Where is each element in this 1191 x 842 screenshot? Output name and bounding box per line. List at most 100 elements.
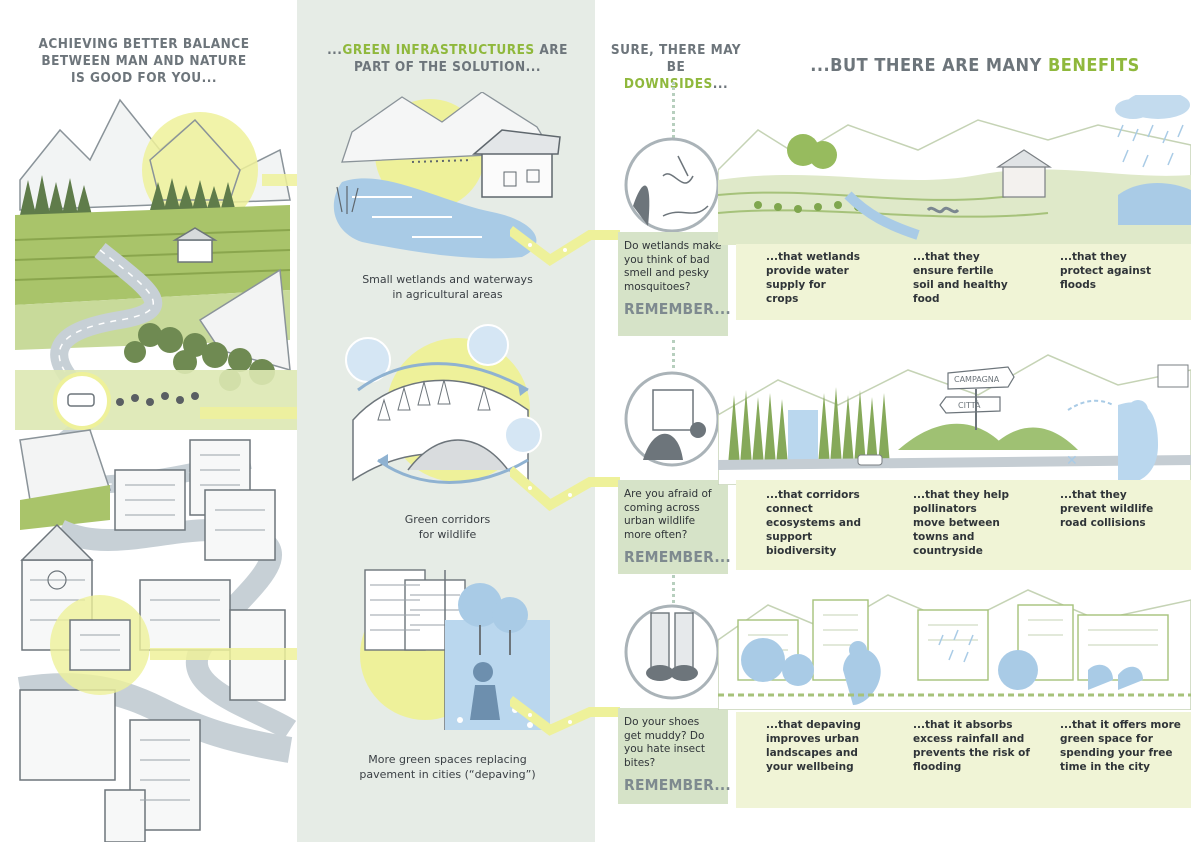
downside-question-depaving-line2: get muddy? Do [624,729,705,742]
dotted-line-3 [672,575,675,603]
benefit-3-1-line4: your wellbeing [766,761,854,773]
urban-green-scene [718,589,1191,710]
benefit-2-2-line1: ...that they help [913,489,1010,501]
benefit-1-1: ...that wetlands provide water supply fo… [766,250,901,306]
benefit-3-2-line3: prevents the risk of [913,747,1030,759]
road-signs: CAMPAGNA CITTÀ [939,366,1015,430]
downside-question-corridors-line1: Are you afraid of [624,488,712,500]
benefit-band-2 [736,480,1191,570]
benefit-3-2-line1: ...that it absorbs [913,719,1013,731]
connector-lines-right [510,226,620,736]
remember-label-1: REMEMBER... [624,300,731,318]
benefit-3-1-line2: improves urban [766,733,860,745]
benefit-1-2-line3: soil and healthy [913,279,1008,291]
benefit-3-3-line2: green space for [1060,733,1153,745]
wetland-illustration [333,92,561,259]
downside-question-depaving-line3: you hate insect [624,743,706,755]
benefit-2-2-line3: move between [913,517,1000,529]
benefit-2-2-line2: pollinators [913,503,977,515]
benefit-2-1-line2: connect [766,503,813,515]
downside-question-corridors: Are you afraid of coming across urban wi… [624,488,722,542]
downside-question-wetlands-line4: mosquitoes? [624,280,691,293]
benefit-1-1-line4: crops [766,293,799,305]
col3-title-line2: DOWNSIDES... [606,76,746,93]
solution-caption-corridors: Green corridors for wildlife [300,512,595,542]
solution-caption-depaving: More green spaces replacing pavement in … [300,752,595,782]
benefit-1-3-line2: protect against [1060,265,1151,277]
dotted-line-1 [672,82,675,138]
benefit-3-3-line3: spending your free [1060,747,1173,759]
benefit-1-1-line3: supply for [766,279,826,291]
solution-caption-depaving-line2: pavement in cities (“depaving”) [359,768,536,781]
benefit-3-2-line4: flooding [913,761,962,773]
benefit-3-2: ...that it absorbs excess rainfall and p… [913,718,1053,774]
wildlife-fear-icon [624,371,720,467]
downside-question-wetlands-line1: Do wetlands make [624,240,722,252]
downside-question-wetlands: Do wetlands make you think of bad smell … [624,240,722,294]
col3-title-line1: SURE, THERE MAY BE [610,42,742,75]
col2-highlight: GREEN INFRASTRUCTURES [342,42,535,58]
benefit-1-2-line4: food [913,293,940,305]
downside-question-corridors-line3: urban wildlife [624,515,696,527]
col1-title: ACHIEVING BETTER BALANCE BETWEEN MAN AND… [28,36,260,87]
benefit-1-1-line2: provide water [766,265,849,277]
farmland-scene [718,95,1191,245]
benefit-2-1-line1: ...that corridors [766,489,860,501]
corridor-scene: CAMPAGNA CITTÀ ✕ [718,354,1191,485]
benefit-2-1-line3: ecosystems and [766,517,861,529]
benefit-2-3-line1: ...that they [1060,489,1127,501]
col3-highlight: DOWNSIDES [623,76,713,92]
solution-caption-corridors-line2: for wildlife [418,528,477,541]
benefit-2-3-line3: road collisions [1060,517,1146,529]
benefit-1-2-line1: ...that they [913,251,980,263]
solution-caption-wetlands-line1: Small wetlands and waterways [362,273,533,286]
benefit-1-3-line1: ...that they [1060,251,1127,263]
benefit-2-1-line4: support [766,531,813,543]
benefit-1-2: ...that they ensure fertile soil and hea… [913,250,1048,306]
mosquito-icon [624,137,720,233]
downside-box-corridors: Are you afraid of coming across urban wi… [618,480,731,574]
benefit-2-3-line2: prevent wildlife [1060,503,1154,515]
benefit-3-3-line4: time in the city [1060,761,1151,773]
downside-box-wetlands: Do wetlands make you think of bad smell … [618,232,731,336]
col4-prefix: ...BUT THERE ARE MANY [810,55,1048,76]
remember-label-3: REMEMBER... [624,776,731,794]
benefit-3-1: ...that depaving improves urban landscap… [766,718,901,774]
benefit-1-2-line2: ensure fertile [913,265,994,277]
muddy-shoes-icon [624,604,720,700]
downside-question-wetlands-line2: you think of bad [624,253,710,266]
benefit-2-2-line4: towns and [913,531,975,543]
svg-text:✕: ✕ [1066,453,1078,469]
solution-caption-depaving-line1: More green spaces replacing [368,753,527,766]
benefit-band-3 [736,712,1191,808]
depaving-illustration [360,569,550,730]
benefit-3-3-line1: ...that it offers more [1060,719,1181,731]
benefit-3-1-line3: landscapes and [766,747,858,759]
benefit-band-1 [736,244,1191,320]
sign-campagna: CAMPAGNA [954,375,1000,384]
sign-citta: CITTÀ [958,399,981,410]
col2-prefix: ... [327,42,343,58]
solution-caption-corridors-line1: Green corridors [404,513,491,526]
benefit-3-3: ...that it offers more green space for s… [1060,718,1188,774]
col3-title: SURE, THERE MAY BE DOWNSIDES... [606,42,746,93]
downside-question-corridors-line4: more often? [624,528,688,541]
corridor-illustration [345,324,542,484]
benefit-2-1: ...that corridors connect ecosystems and… [766,488,901,558]
col4-title: ...BUT THERE ARE MANY BENEFITS [760,55,1190,77]
benefit-2-1-line5: biodiversity [766,545,837,557]
downside-question-wetlands-line3: smell and pesky [624,267,709,279]
solution-caption-wetlands: Small wetlands and waterways in agricult… [300,272,595,302]
downside-question-depaving-line1: Do your shoes [624,716,700,728]
col2-suffix: ARE [534,42,568,58]
downside-question-depaving-line4: bites? [624,756,656,769]
benefit-2-2: ...that they help pollinators move betwe… [913,488,1048,558]
benefit-3-2-line2: excess rainfall and [913,733,1025,745]
col4-highlight: BENEFITS [1047,55,1140,76]
benefit-3-1-line1: ...that depaving [766,719,861,731]
col2-title-line2: PART OF THE SOLUTION... [354,59,541,75]
highlight-circle-car [53,372,111,430]
landscape-illustration [14,98,300,842]
benefit-2-2-line5: countryside [913,545,983,557]
col3-suffix: ... [712,76,729,92]
